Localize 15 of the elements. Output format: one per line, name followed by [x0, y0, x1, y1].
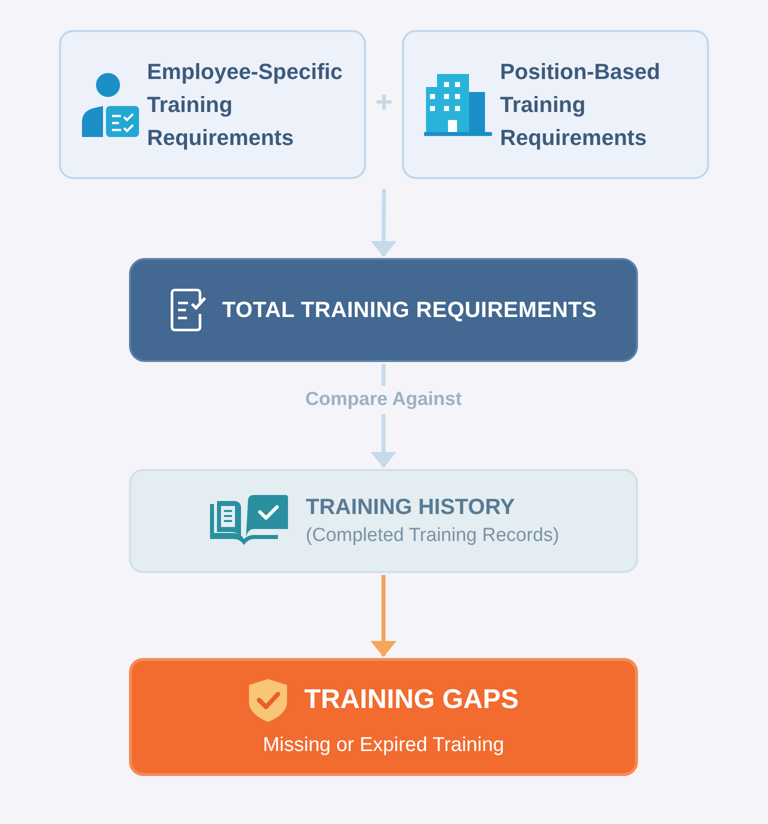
box-label: Position-Based Training Requirements: [500, 58, 662, 152]
plus-sign: +: [375, 86, 393, 120]
box-title: TOTAL TRAINING REQUIREMENTS: [222, 297, 597, 323]
box-subtitle: (Completed Training Records): [306, 524, 560, 548]
arrow: [370, 188, 397, 257]
input-box: [402, 30, 709, 179]
process-box: [129, 258, 638, 362]
result-box: [129, 658, 638, 776]
arrow: [370, 575, 396, 657]
input-box: [59, 30, 366, 179]
box-title: TRAINING GAPS: [304, 684, 519, 715]
box-label: Employee-Specific Training Requirements: [147, 58, 344, 152]
process-box: [129, 469, 638, 573]
box-subtitle: Missing or Expired Training: [262, 734, 504, 756]
box-title: TRAINING HISTORY: [306, 493, 516, 521]
